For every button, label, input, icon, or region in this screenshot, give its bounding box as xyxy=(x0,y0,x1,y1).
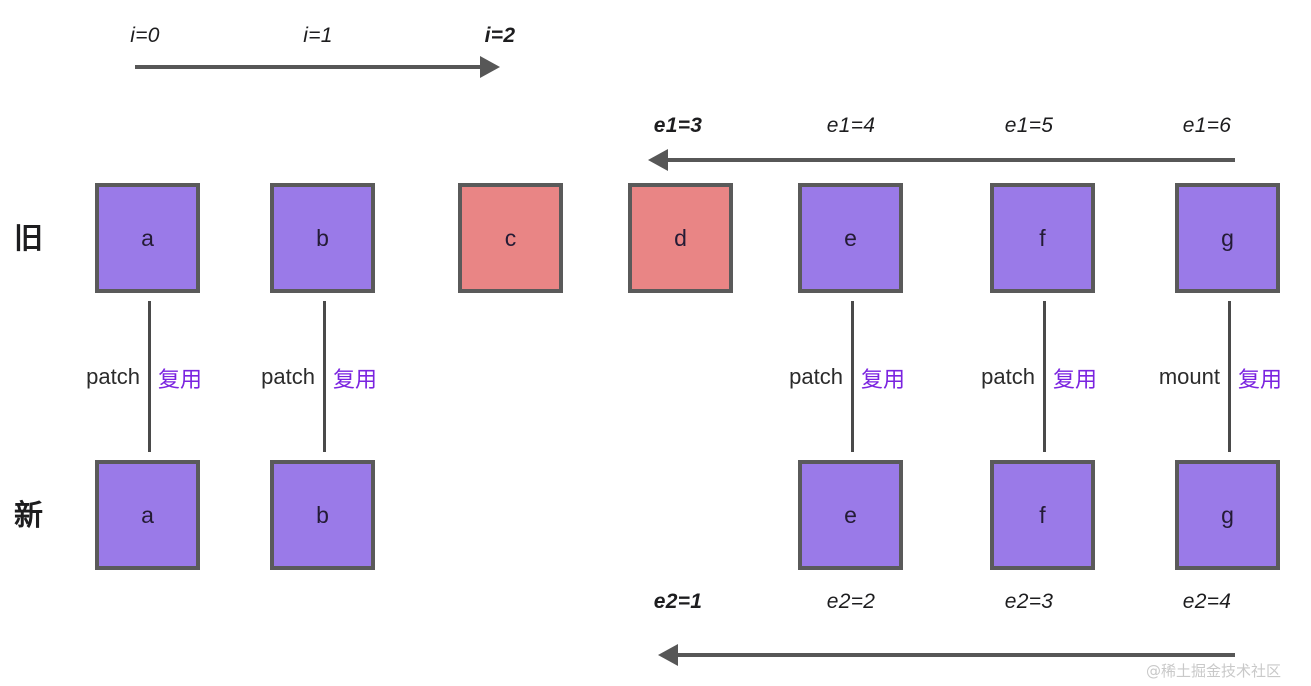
new-node-label-g: g xyxy=(1221,501,1234,528)
i-index-label-1: i=1 xyxy=(303,24,333,47)
reuse-label-2: 复用 xyxy=(861,368,906,393)
operation-label-3: patch xyxy=(981,364,1035,389)
old-node-label-a: a xyxy=(141,224,154,251)
row-caption-new: 新 xyxy=(14,498,44,532)
e1-index-label-1: e1=4 xyxy=(826,114,876,137)
e1-index-label-3: e1=6 xyxy=(1182,114,1232,137)
e1-index-label-0: e1=3 xyxy=(653,114,703,137)
e1-index-label-2: e1=5 xyxy=(1004,114,1054,137)
old-node-e[interactable]: e xyxy=(798,183,903,293)
e2-index-label-3: e2=4 xyxy=(1182,590,1232,613)
new-node-b[interactable]: b xyxy=(270,460,375,570)
old-node-d[interactable]: d xyxy=(628,183,733,293)
e1-direction-arrow-head xyxy=(648,149,668,171)
row-caption-old: 旧 xyxy=(14,221,44,255)
e2-index-label-1: e2=2 xyxy=(826,590,876,613)
old-node-label-c: c xyxy=(504,224,517,251)
old-node-a[interactable]: a xyxy=(95,183,200,293)
e2-index-label-0: e2=1 xyxy=(653,590,703,613)
i-direction-arrow-line xyxy=(135,65,484,69)
reuse-label-3: 复用 xyxy=(1053,368,1098,393)
e2-direction-arrow-head xyxy=(658,644,678,666)
i-index-label-2: i=2 xyxy=(484,24,516,47)
operation-label-2: patch xyxy=(789,364,843,389)
reuse-label-1: 复用 xyxy=(333,368,378,393)
old-node-b[interactable]: b xyxy=(270,183,375,293)
new-node-a[interactable]: a xyxy=(95,460,200,570)
new-node-label-e: e xyxy=(844,501,857,528)
new-node-e[interactable]: e xyxy=(798,460,903,570)
old-node-label-g: g xyxy=(1221,224,1234,251)
old-node-label-e: e xyxy=(844,224,857,251)
watermark: @稀土掘金技术社区 xyxy=(1146,662,1282,680)
reuse-label-0: 复用 xyxy=(158,368,203,393)
old-node-label-f: f xyxy=(1039,224,1046,251)
old-node-g[interactable]: g xyxy=(1175,183,1280,293)
new-node-label-a: a xyxy=(141,501,154,528)
new-node-f[interactable]: f xyxy=(990,460,1095,570)
connector-line-1 xyxy=(323,301,326,452)
new-node-label-f: f xyxy=(1039,501,1046,528)
old-node-c[interactable]: c xyxy=(458,183,563,293)
new-node-label-b: b xyxy=(316,501,329,528)
operation-label-0: patch xyxy=(86,364,140,389)
i-direction-arrow-head xyxy=(480,56,500,78)
reuse-label-4: 复用 xyxy=(1238,368,1283,393)
e2-index-label-2: e2=3 xyxy=(1004,590,1054,613)
i-index-label-0: i=0 xyxy=(130,24,160,47)
old-node-label-d: d xyxy=(674,224,687,251)
e2-direction-arrow-line xyxy=(674,653,1235,657)
connector-line-3 xyxy=(1043,301,1046,452)
operation-label-1: patch xyxy=(261,364,315,389)
operation-label-4: mount xyxy=(1158,364,1220,389)
new-node-g[interactable]: g xyxy=(1175,460,1280,570)
old-node-label-b: b xyxy=(316,224,329,251)
connector-line-2 xyxy=(851,301,854,452)
connector-line-4 xyxy=(1228,301,1231,452)
e1-direction-arrow-line xyxy=(664,158,1235,162)
connector-line-0 xyxy=(148,301,151,452)
old-node-f[interactable]: f xyxy=(990,183,1095,293)
